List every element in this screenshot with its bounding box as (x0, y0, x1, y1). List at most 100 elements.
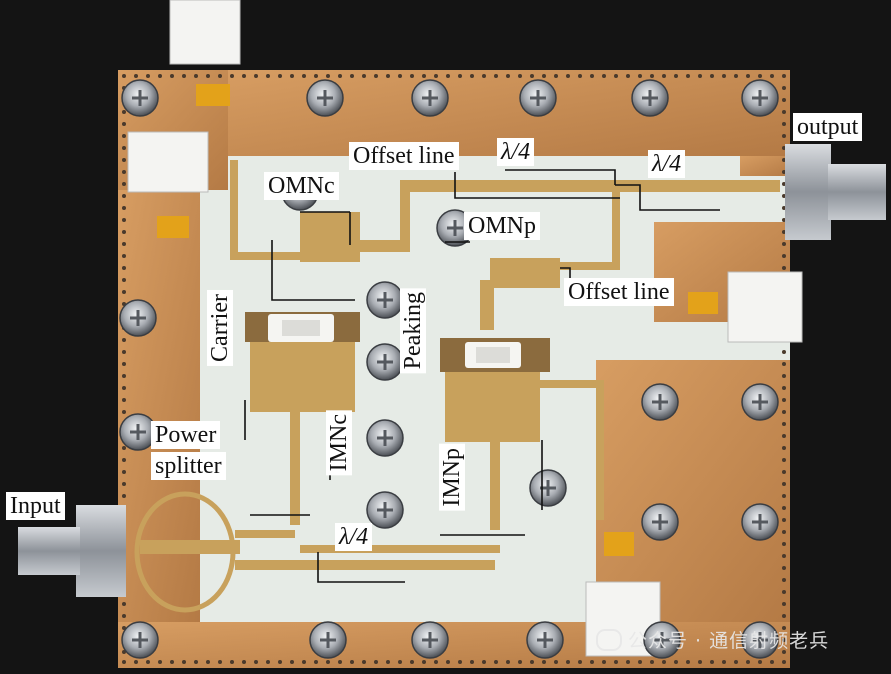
via (470, 660, 474, 664)
label-lambda-quarter-top-2: λ/4 (648, 150, 686, 178)
via (650, 74, 654, 78)
via (782, 614, 786, 618)
via (170, 660, 174, 664)
via (134, 74, 138, 78)
via (722, 74, 726, 78)
screw-slot (752, 632, 768, 648)
via (338, 74, 342, 78)
via (782, 554, 786, 558)
screw-slot (537, 632, 553, 648)
via (122, 614, 126, 618)
via (398, 74, 402, 78)
via (686, 660, 690, 664)
via (362, 74, 366, 78)
via (194, 74, 198, 78)
via (782, 86, 786, 90)
via (782, 386, 786, 390)
via (146, 660, 150, 664)
via (506, 660, 510, 664)
via (122, 660, 126, 664)
via (434, 660, 438, 664)
via (242, 660, 246, 664)
via (710, 74, 714, 78)
via (122, 446, 126, 450)
via (554, 74, 558, 78)
via (758, 660, 762, 664)
via (758, 74, 762, 78)
via (122, 410, 126, 414)
via (146, 74, 150, 78)
via (206, 660, 210, 664)
via (122, 458, 126, 462)
screw-slot (752, 90, 768, 106)
via (782, 410, 786, 414)
via (422, 74, 426, 78)
via (266, 660, 270, 664)
via (674, 74, 678, 78)
screw-slot (320, 632, 336, 648)
via (470, 74, 474, 78)
via (782, 110, 786, 114)
via (590, 660, 594, 664)
via (458, 660, 462, 664)
via (734, 660, 738, 664)
via (182, 74, 186, 78)
via (386, 74, 390, 78)
via (122, 74, 126, 78)
via (770, 660, 774, 664)
via (782, 626, 786, 630)
via (650, 660, 654, 664)
screw-slot (530, 90, 546, 106)
via (782, 530, 786, 534)
via (314, 74, 318, 78)
transistor-carrier (268, 314, 334, 342)
screw-slot (752, 394, 768, 410)
via (662, 660, 666, 664)
screw-slot (377, 430, 393, 446)
via (602, 660, 606, 664)
via (698, 660, 702, 664)
screw-slot (422, 632, 438, 648)
via (410, 74, 414, 78)
label-output: output (793, 113, 863, 141)
via (122, 134, 126, 138)
via (782, 638, 786, 642)
label-carrier: Carrier (207, 290, 233, 366)
via (626, 660, 630, 664)
mounting-screws (119, 79, 779, 659)
label-omnc: OMNc (264, 172, 339, 200)
via (722, 660, 726, 664)
via (326, 660, 330, 664)
via (122, 242, 126, 246)
via (398, 660, 402, 664)
via-holes (122, 74, 786, 664)
via (338, 660, 342, 664)
via (638, 660, 642, 664)
via (122, 110, 126, 114)
via (158, 74, 162, 78)
via (782, 542, 786, 546)
annotation-lines (244, 169, 720, 583)
via (482, 74, 486, 78)
via (782, 650, 786, 654)
via (122, 122, 126, 126)
via (782, 446, 786, 450)
via (278, 74, 282, 78)
via (542, 74, 546, 78)
screw-slot (652, 394, 668, 410)
via (362, 660, 366, 664)
wechat-icon (596, 628, 622, 651)
via (122, 602, 126, 606)
via (122, 194, 126, 198)
via (230, 660, 234, 664)
via (122, 338, 126, 342)
via (194, 660, 198, 664)
via (170, 74, 174, 78)
via (230, 74, 234, 78)
via (122, 218, 126, 222)
via (782, 506, 786, 510)
via (278, 660, 282, 664)
via (122, 482, 126, 486)
via (122, 266, 126, 270)
via (122, 362, 126, 366)
